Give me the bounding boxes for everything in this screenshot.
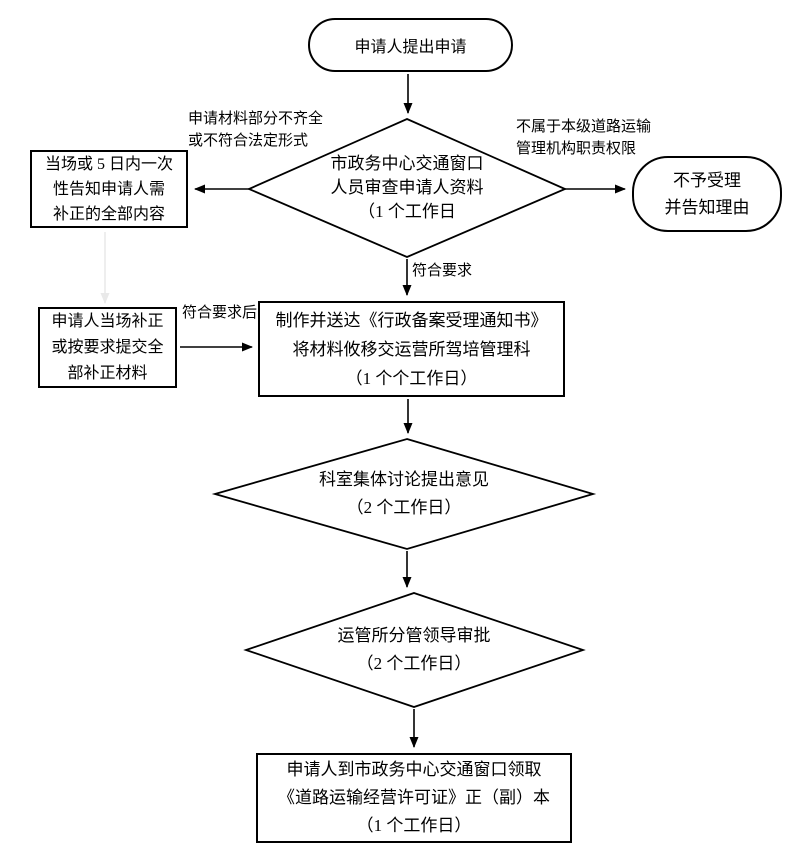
edge-label-incomplete: 申请材料部分不齐全 或不符合法定形式 [188,111,324,149]
review-diamond-shape [246,118,568,258]
node-approve-decision-label: 运管所分管领导审批 （2 个工作日） [337,626,491,673]
edge-label-not-jurisdiction: 不属于本级道路运输 管理机构职责权限 [516,119,652,157]
node-discuss-decision-label: 科室集体讨论提出意见 （2 个工作日） [319,470,489,517]
node-notice-box: 当场或 5 日内一次 性告知申请人需 补正的全部内容 [30,150,188,228]
approve-diamond-shape [243,592,586,708]
edge-label-meets-requirements-after: 符合要求后 [182,305,258,321]
edge-label-meets-requirements: 符合要求 [412,263,473,279]
node-obtain-box: 申请人到市政务中心交通窗口领取 《道路运输经营许可证》正（副）本 （1 个工作日… [256,753,572,843]
node-review-decision-label: 市政务中心交通窗口 人员审查申请人资料 （1 个工作日 [330,154,484,221]
node-produce-box: 制作并送达《行政备案受理通知书》 将材料攸移交运营所驾培管理科 （1 个个工作日… [258,301,565,397]
discuss-diamond-shape [211,438,597,550]
node-supplement-box: 申请人当场补正 或按要求提交全 部补正材料 [38,307,177,388]
node-start-terminal: 申请人提出申请 [308,18,513,72]
node-reject-terminal: 不予受理 并告知理由 [632,156,782,232]
